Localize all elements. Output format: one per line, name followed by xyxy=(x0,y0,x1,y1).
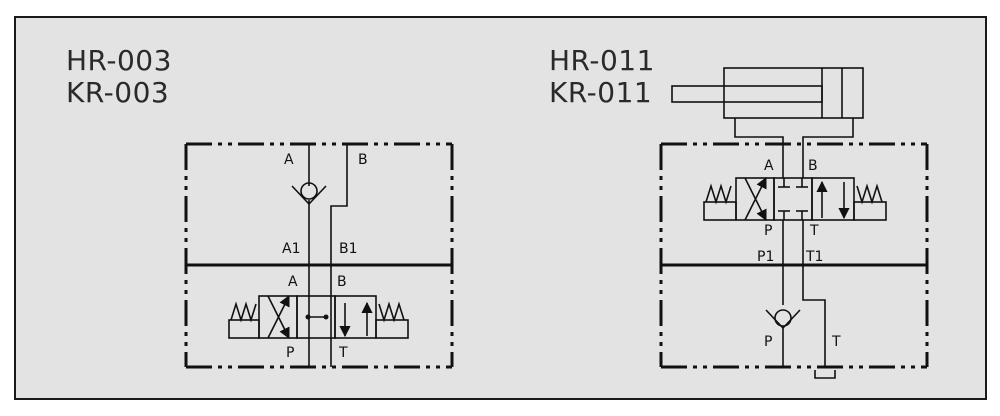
right-port-t1: T1 xyxy=(805,249,823,265)
right-module-border xyxy=(659,142,929,369)
left-module: A B A1 B1 A B P T xyxy=(184,142,454,369)
right-port-a-valve: A xyxy=(764,158,774,174)
left-module-border xyxy=(184,142,454,369)
left-port-p: P xyxy=(286,345,294,361)
left-port-a-valve: A xyxy=(288,274,298,290)
right-port-b-valve: B xyxy=(808,158,818,174)
left-port-a1: A1 xyxy=(282,241,300,257)
right-port-p-valve: P xyxy=(764,223,772,239)
right-directional-valve xyxy=(703,144,887,265)
left-port-t: T xyxy=(338,345,348,361)
left-check-module xyxy=(291,144,348,367)
left-port-b-valve: B xyxy=(337,274,347,290)
left-directional-valve xyxy=(228,294,409,340)
left-code-primary: HR-003 xyxy=(66,44,172,77)
right-code-primary: HR-011 xyxy=(549,44,655,77)
right-port-p: P xyxy=(764,334,772,350)
left-port-b-top: B xyxy=(358,152,368,168)
right-port-p1: P1 xyxy=(757,249,774,265)
left-port-b1: B1 xyxy=(339,241,358,257)
right-check-module xyxy=(765,265,836,379)
right-port-t-valve: T xyxy=(809,223,819,239)
right-port-t: T xyxy=(831,334,841,350)
left-code-secondary: KR-003 xyxy=(66,76,170,109)
left-port-a-top: A xyxy=(284,152,294,168)
right-code-secondary: KR-011 xyxy=(549,76,653,109)
right-cylinder xyxy=(671,67,864,144)
right-module: A B P T P1 T1 P T xyxy=(659,67,929,379)
